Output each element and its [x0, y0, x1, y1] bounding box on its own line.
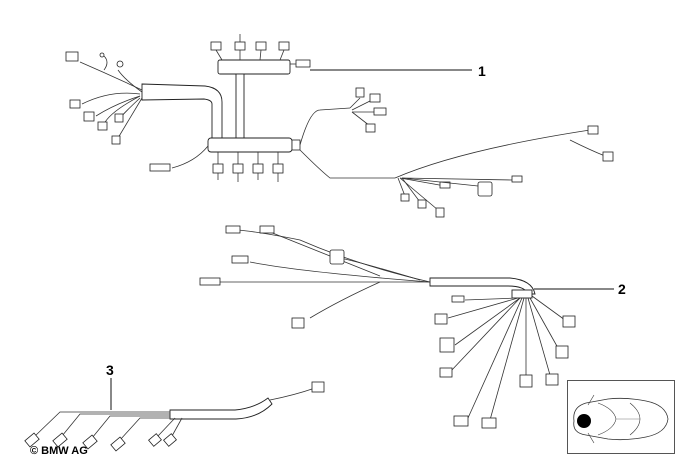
harness-1[interactable]: 1	[65, 34, 614, 218]
harness-3[interactable]: 3	[24, 362, 325, 452]
harness-1-lower-rail	[207, 137, 293, 153]
vehicle-location-thumbnail[interactable]	[567, 380, 675, 454]
harness-3-branches	[24, 381, 325, 452]
harness-1-left-branches	[65, 51, 143, 145]
location-marker-icon	[577, 414, 591, 428]
harness-3-conduit	[169, 397, 273, 420]
harness-1-elbow-conduit	[141, 83, 223, 139]
callout-1[interactable]: 1	[478, 63, 486, 79]
harness-1-upper-plugs	[210, 34, 311, 68]
copyright-notice: © BMW AG	[30, 445, 88, 457]
callout-3[interactable]: 3	[106, 362, 114, 378]
harness-1-upper-rail	[217, 59, 291, 75]
harness-1-lower-left-branch	[149, 145, 209, 172]
harness-2[interactable]: 2	[199, 225, 626, 429]
harness-2-left-branches	[199, 225, 431, 329]
harness-1-trunk	[235, 73, 245, 141]
harness-1-right-branch	[299, 87, 614, 218]
harness-1-lower-plugs	[212, 139, 301, 182]
car-top-view-icon	[573, 394, 669, 444]
callout-2[interactable]: 2	[618, 281, 626, 297]
harness-2-grommet	[511, 289, 533, 299]
harness-2-lower-branches	[434, 295, 576, 429]
